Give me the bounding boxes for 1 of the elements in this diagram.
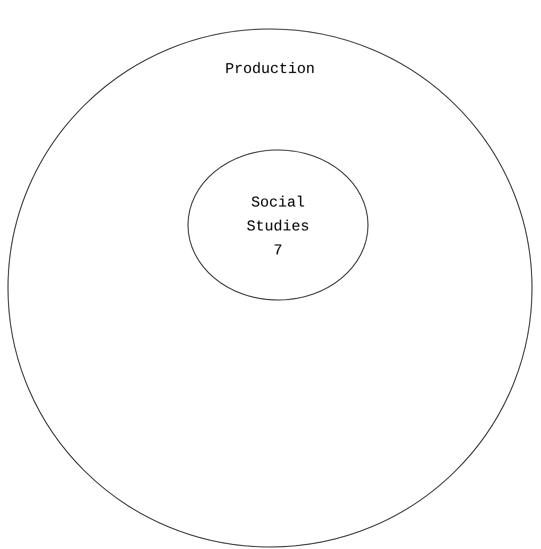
circle-node: Social Studies 7 [188, 150, 368, 300]
